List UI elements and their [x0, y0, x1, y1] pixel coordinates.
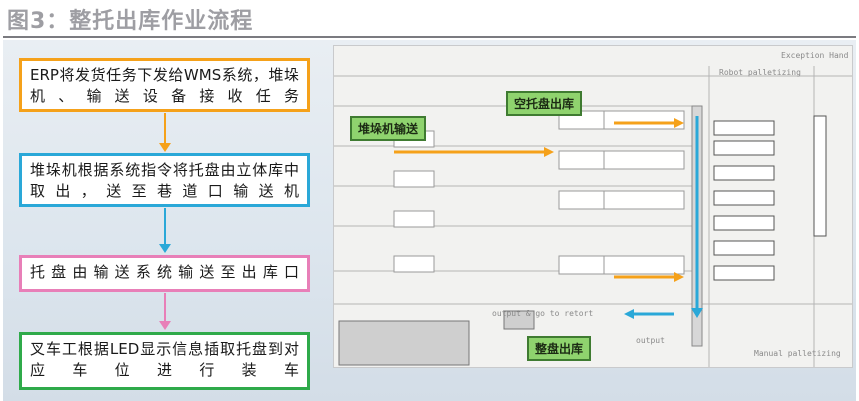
connector-2-3 — [164, 208, 166, 246]
label-stacker-conveyor: 堆垛机输送 — [350, 116, 427, 141]
connector-1-2 — [164, 113, 166, 145]
connector-3-4 — [164, 293, 166, 323]
text-output-go-to-retort: output & go to retort — [492, 309, 594, 318]
arrowhead-2-3 — [159, 244, 171, 253]
step-1-text: ERP将发货任务下发给WMS系统，堆垛机、输送设备接收任务 — [30, 66, 299, 105]
text-output-input: output — [636, 336, 665, 345]
warehouse-layout-drawing: 堆垛机输送 空托盘出库 整盘出库 Robot palletizing Excep… — [333, 45, 853, 368]
layout-drawing-svg — [334, 66, 852, 367]
figure-title: 图3：整托出库作业流程 — [7, 9, 254, 34]
step-2-box: 堆垛机根据系统指令将托盘由立体库中取出，送至巷道口输送机 — [19, 153, 310, 207]
step-1-box: ERP将发货任务下发给WMS系统，堆垛机、输送设备接收任务 — [19, 58, 310, 112]
step-3-text: 托盘由输送系统输送至出库口 — [30, 263, 299, 281]
label-full-pallet-outbound: 整盘出库 — [527, 336, 592, 361]
text-manual-palletizing: Manual palletizing — [754, 349, 841, 358]
text-robot-palletizing: Robot palletizing — [719, 68, 801, 77]
figure-title-bar: 图3：整托出库作业流程 — [3, 1, 856, 38]
step-4-box: 叉车工根据LED显示信息插取托盘到对应车位进行装车 — [19, 332, 310, 390]
title-rule — [3, 36, 856, 38]
arrowhead-1-2 — [159, 143, 171, 152]
step-4-text: 叉车工根据LED显示信息插取托盘到对应车位进行装车 — [30, 340, 299, 379]
label-empty-pallet-outbound: 空托盘出库 — [506, 91, 583, 116]
arrowhead-3-4 — [159, 321, 171, 330]
step-3-box: 托盘由输送系统输送至出库口 — [19, 255, 310, 292]
step-2-text: 堆垛机根据系统指令将托盘由立体库中取出，送至巷道口输送机 — [30, 161, 299, 200]
text-exception-hand: Exception Hand — [781, 51, 849, 60]
